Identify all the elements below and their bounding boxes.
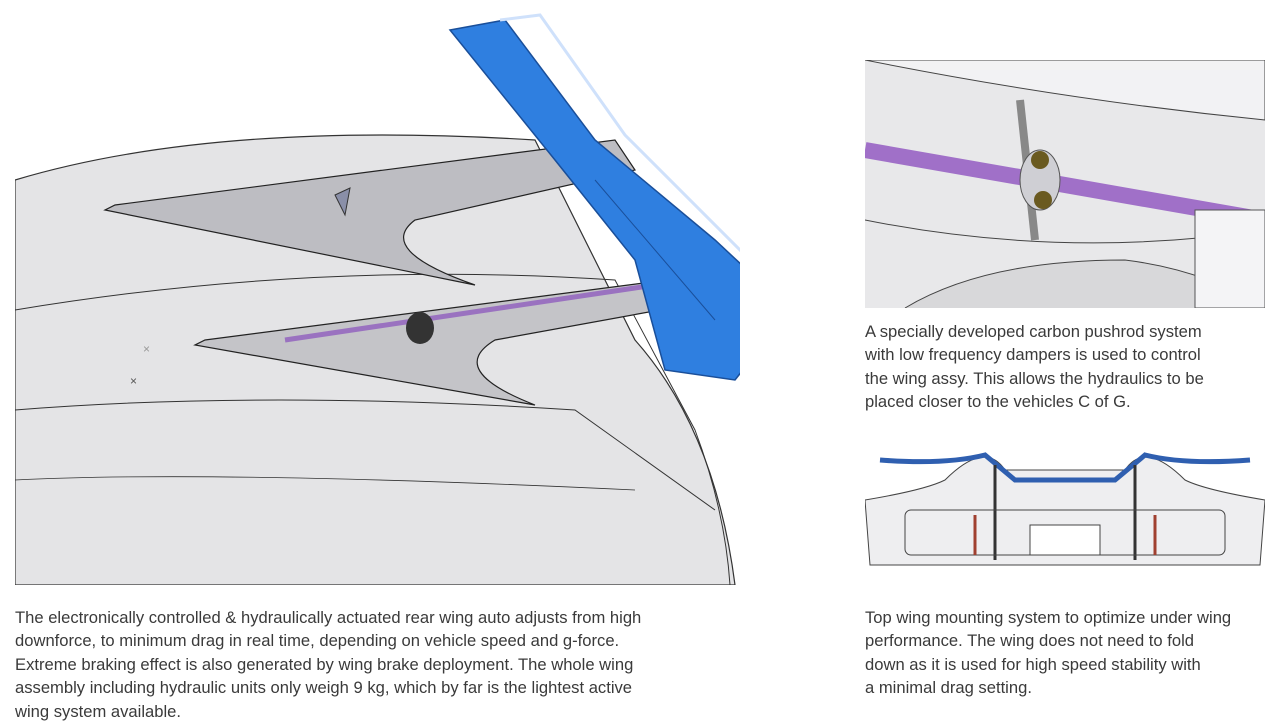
caption-line: performance. The wing does not need to f… — [865, 631, 1195, 651]
caption-line: Extreme braking effect is also generated… — [15, 654, 634, 674]
caption-line: down as it is used for high speed stabil… — [865, 654, 1201, 674]
caption-line: A specially developed carbon pushrod sys… — [865, 322, 1202, 341]
caption-line: downforce, to minimum drag in real time,… — [15, 631, 620, 651]
rear-wing-cad-image: × × — [15, 10, 740, 585]
caption-line: with low frequency dampers is used to co… — [865, 345, 1201, 365]
mount-caption: Top wing mounting system to optimize und… — [865, 606, 1231, 700]
caption-line: wing system available. — [15, 701, 182, 721]
caption-line: assembly including hydraulic units only … — [15, 678, 633, 698]
caption-line: The electronically controlled & hydrauli… — [15, 608, 642, 627]
caption-line: the wing assy. This allows the hydraulic… — [865, 368, 1204, 388]
pushrod-caption: A specially developed carbon pushrod sys… — [865, 320, 1204, 414]
wing-mount-image — [865, 440, 1265, 572]
caption-line: placed closer to the vehicles C of G. — [865, 392, 1131, 412]
caption-line: a minimal drag setting. — [865, 678, 1032, 698]
pushrod-detail-image — [865, 60, 1265, 308]
svg-text:×: × — [143, 342, 150, 356]
main-caption: The electronically controlled & hydrauli… — [15, 606, 641, 723]
caption-line: Top wing mounting system to optimize und… — [865, 608, 1232, 627]
svg-text:×: × — [130, 374, 137, 388]
